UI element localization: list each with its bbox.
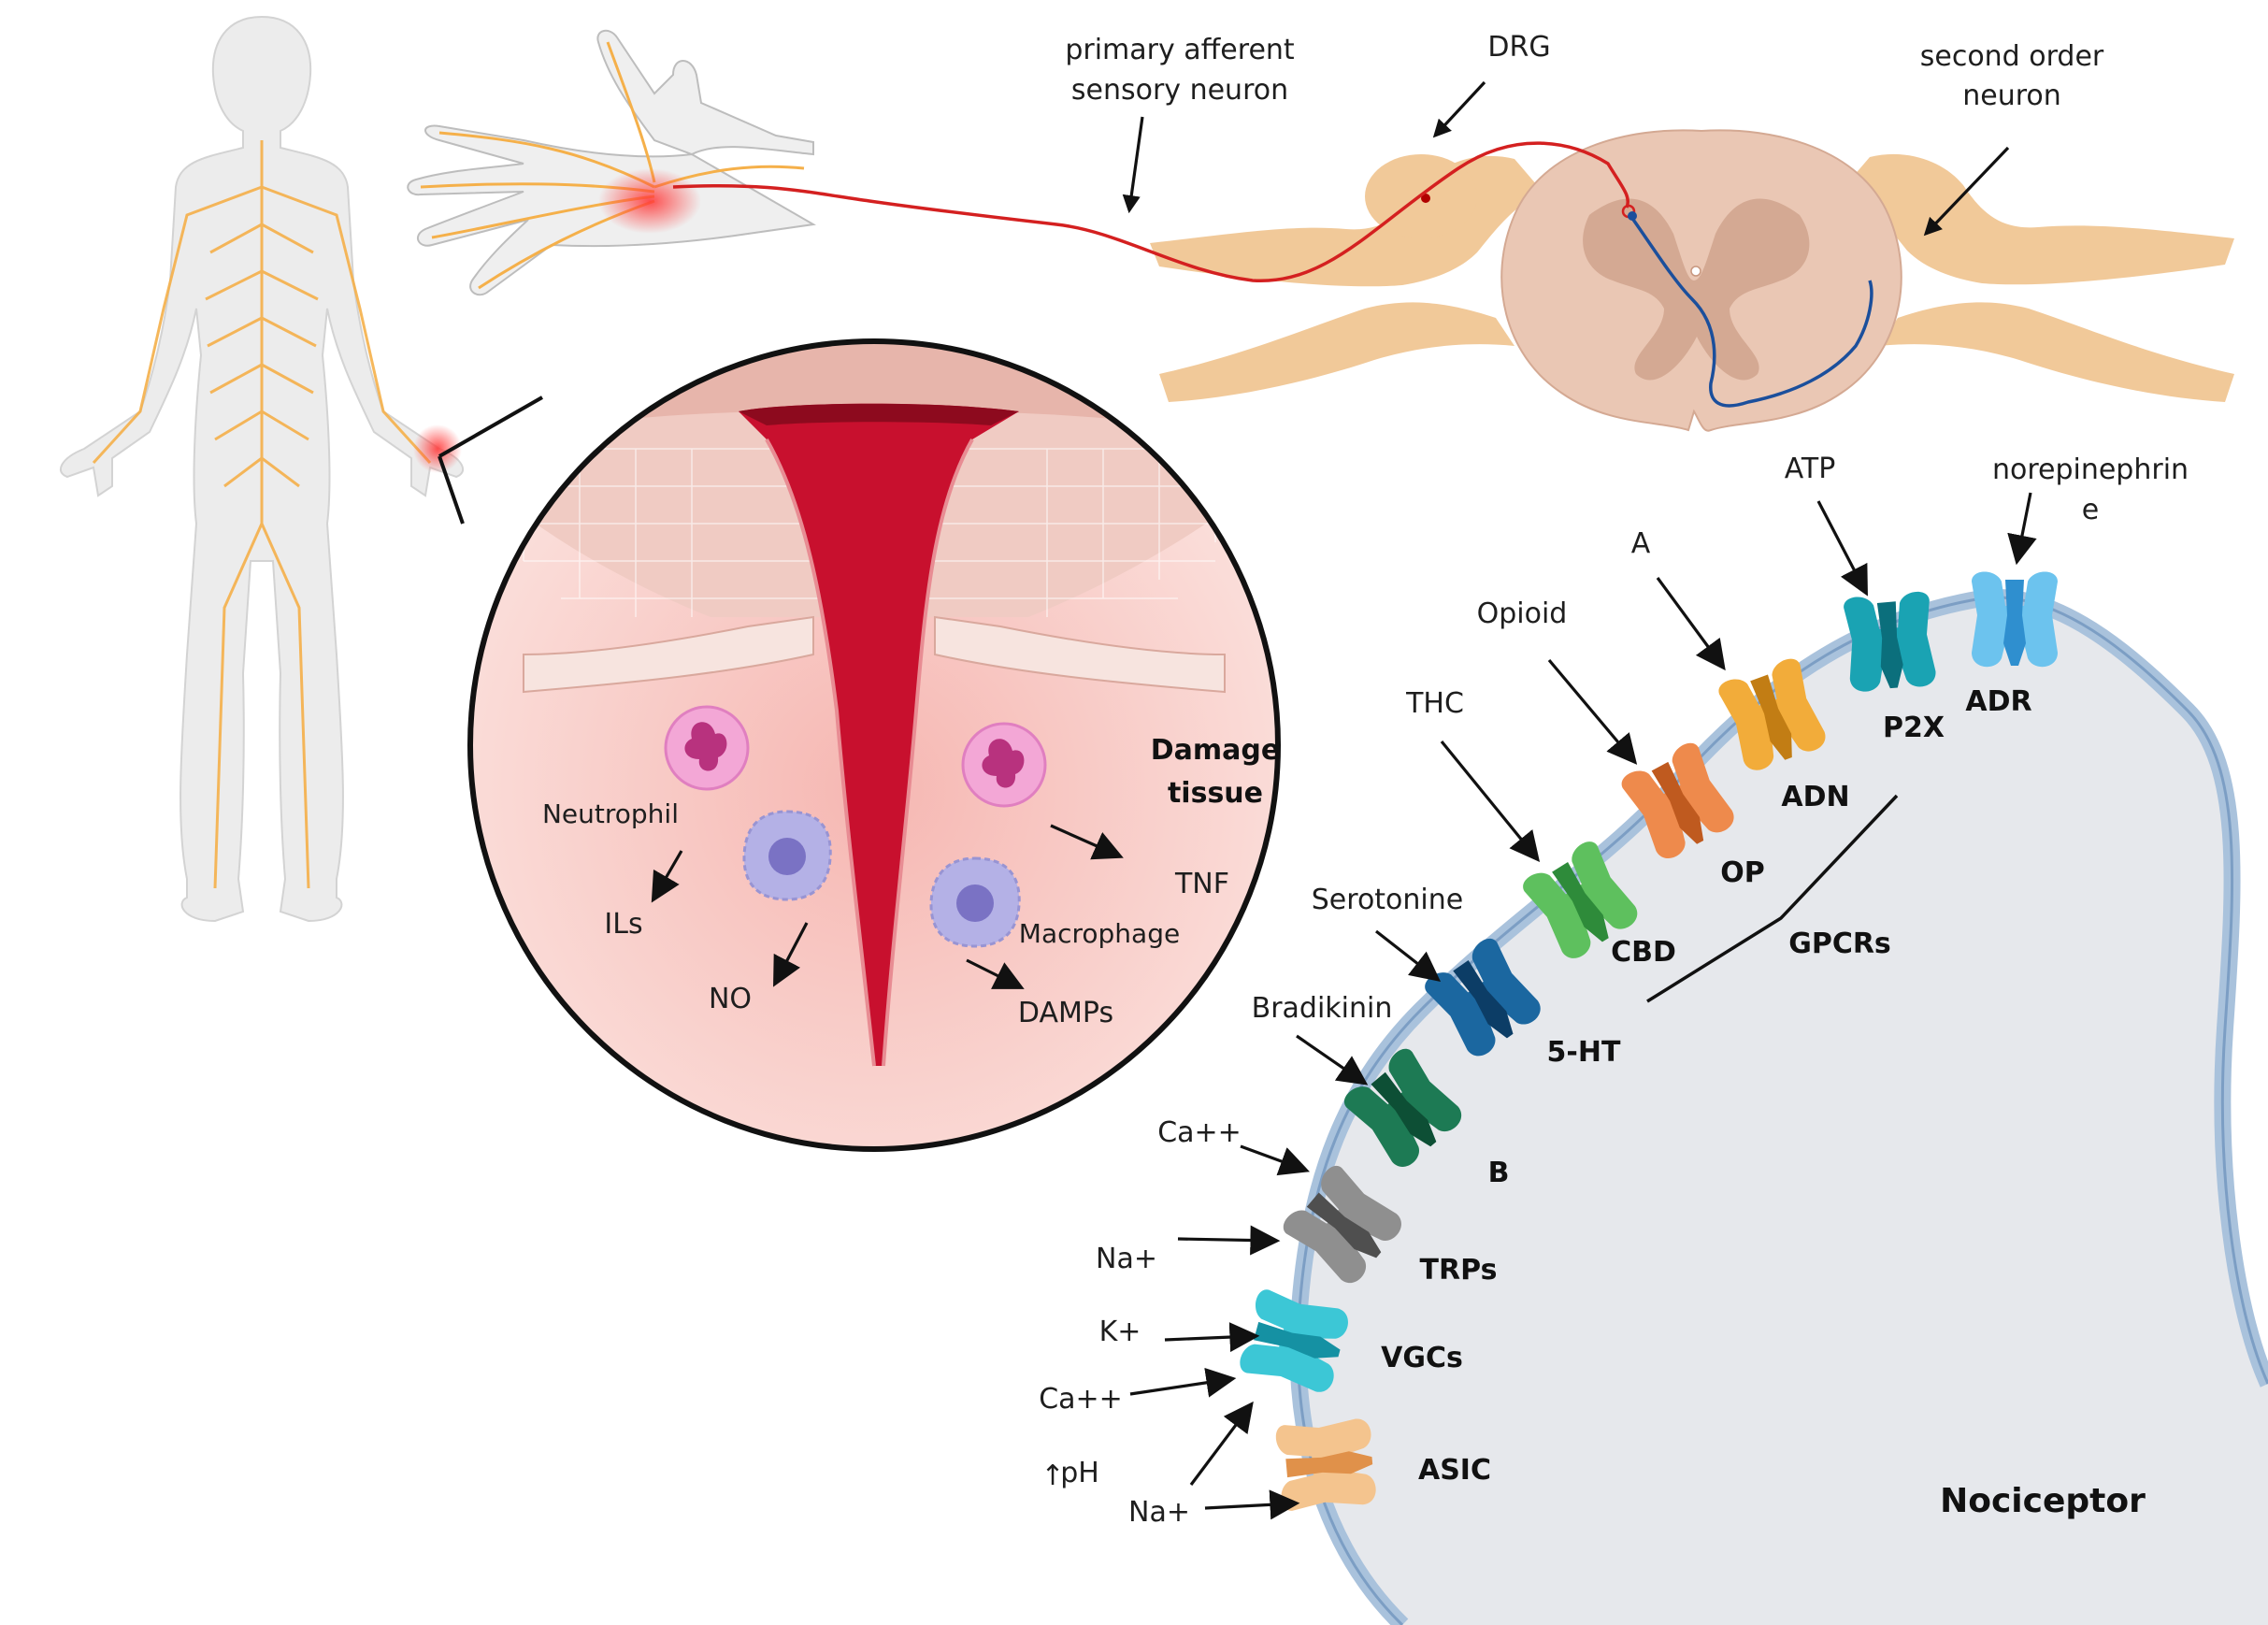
receptor-trps-pore [1306, 1192, 1382, 1258]
label-primary-afferent-line2: sensory neuron [1071, 74, 1288, 107]
zoom-callout-lines [438, 395, 543, 525]
label-bradikinin: Bradikinin [1252, 992, 1393, 1025]
neutrophil-cell-right [961, 722, 1047, 808]
label-atp: ATP [1785, 453, 1836, 485]
label-ph-arrow: ↑ [1041, 1460, 1064, 1492]
arrow-na-asic [1204, 1489, 1300, 1520]
label-norepinephrine-line1: norepinephrin [1992, 453, 2189, 486]
nociceptor-terminal: Nociceptor [1289, 589, 2268, 1625]
label-receptor-5ht: 5-HT [1547, 1036, 1621, 1069]
label-nociceptor: Nociceptor [1940, 1482, 2146, 1520]
macrophage-cell-right [929, 856, 1021, 948]
arrow-ph [1189, 1401, 1254, 1486]
spinal-cord-cross-section [672, 129, 2234, 432]
arrow-bradikinin [1296, 1034, 1369, 1086]
label-damps: DAMPs [1018, 997, 1113, 1029]
label-second-order-line1: second order [1920, 40, 2104, 73]
label-receptor-op: OP [1720, 856, 1765, 889]
arrow-opioid [1547, 658, 1638, 765]
receptor-5ht [1425, 938, 1541, 1057]
label-ca-vgc: Ca++ [1039, 1383, 1123, 1416]
top-labels: primary afferent sensory neuron DRG seco… [1065, 31, 2104, 237]
arrow-neutrophil-tnf [1050, 824, 1124, 860]
label-norepinephrine-line2: e [2082, 494, 2099, 526]
receptor-cbd-pore [1552, 861, 1609, 942]
label-macrophage: Macrophage [1019, 918, 1180, 949]
receptor-p2x [1844, 591, 1936, 692]
label-gpcrs: GPCRs [1788, 928, 1891, 960]
label-damage-tissue-line2: tissue [1168, 777, 1263, 810]
receptor-op-pore [1651, 761, 1704, 844]
label-receptor-vgcs: VGCs [1381, 1342, 1463, 1374]
receptor-p2x-pore [1876, 601, 1903, 689]
label-opioid: Opioid [1477, 597, 1568, 630]
damaged-tissue-magnified-view: Damage tissue Neutrophil Macrophage ILs … [467, 338, 1281, 1152]
ligand-labels: norepinephrin e ATP A Opioid THC Seroton… [1039, 453, 2189, 1529]
neutrophil-cell-left [664, 705, 750, 791]
label-neutrophil: Neutrophil [542, 798, 679, 829]
second-order-neuron-path [1629, 215, 1873, 408]
receptor-adr-pore [2003, 580, 2026, 666]
receptor-vgcs [1240, 1289, 1348, 1392]
arrow-macrophage-no [773, 922, 809, 987]
receptor-vgcs-pore [1254, 1321, 1341, 1359]
human-body-illustration [59, 15, 465, 923]
receptor-adn-pore [1750, 674, 1792, 760]
label-tnf: TNF [1174, 868, 1229, 900]
arrow-ca-trp [1240, 1144, 1311, 1176]
macrophage-cell-left [742, 810, 832, 901]
arrow-primary-afferent [1122, 116, 1144, 214]
arrow-thc [1440, 740, 1541, 862]
arrow-k-vgc [1164, 1322, 1260, 1353]
receptor-asic [1275, 1418, 1376, 1511]
receptor-asic-pore [1285, 1451, 1373, 1478]
arrow-ca-vgc [1129, 1367, 1237, 1398]
receptor-op [1621, 742, 1734, 858]
label-thc: THC [1405, 687, 1464, 720]
label-ils: ILs [604, 908, 642, 941]
label-ca-trp: Ca++ [1157, 1116, 1242, 1149]
arrow-atp [1816, 500, 1868, 597]
label-receptor-asic: ASIC [1418, 1454, 1491, 1487]
arrow-neutrophil-ils [651, 850, 683, 903]
label-drg: DRG [1487, 31, 1550, 64]
label-a: A [1631, 527, 1651, 560]
receptor-5ht-pore [1453, 959, 1514, 1039]
receptor-adn [1718, 658, 1826, 770]
label-primary-afferent-line1: primary afferent [1065, 34, 1295, 66]
label-na-trp: Na+ [1096, 1243, 1157, 1275]
label-second-order-line2: neuron [1962, 79, 2061, 112]
arrow-na-trp [1177, 1225, 1281, 1256]
label-ph: pH [1060, 1457, 1099, 1489]
label-receptor-cbd: CBD [1611, 936, 1676, 969]
receptor-adr [1972, 571, 2058, 668]
arrow-second-order [1923, 146, 2010, 237]
label-no: NO [709, 983, 752, 1015]
label-damage-tissue-line1: Damage [1151, 734, 1280, 767]
label-receptor-b: B [1488, 1157, 1510, 1189]
arrow-norepinephrine [2007, 492, 2037, 566]
arrow-drg [1432, 80, 1486, 138]
receptor-trps [1283, 1166, 1401, 1284]
label-k-vgc: K+ [1099, 1316, 1141, 1348]
receptor-b-pore [1371, 1071, 1437, 1147]
receptor-cbd [1523, 841, 1638, 958]
label-receptor-adn: ADN [1781, 781, 1849, 813]
primary-afferent-neuron-path [672, 141, 1629, 282]
receptor-b [1344, 1048, 1462, 1167]
hand-illustration [407, 29, 817, 296]
label-serotonine: Serotonine [1312, 884, 1463, 916]
gpcr-bracket: GPCRs [1646, 794, 1899, 1003]
arrow-a [1656, 577, 1726, 671]
arrow-macrophage-damps [966, 958, 1025, 989]
label-receptor-trps: TRPs [1420, 1254, 1498, 1287]
label-receptor-p2x: P2X [1883, 712, 1945, 744]
arrow-serotonine [1375, 929, 1442, 982]
label-receptor-adr: ADR [1965, 685, 2031, 718]
label-na-asic: Na+ [1128, 1496, 1190, 1529]
